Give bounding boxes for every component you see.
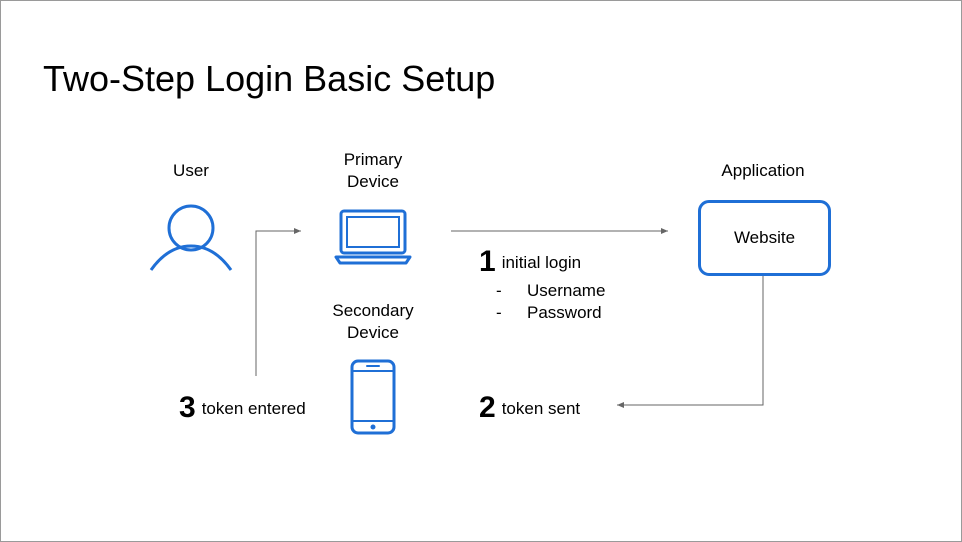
step-3-number: 3 xyxy=(179,391,196,424)
secondary-device-label: Secondary Device xyxy=(332,301,414,342)
primary-device-label: Primary Device xyxy=(343,150,403,191)
application-label: Application xyxy=(721,161,805,180)
step-1-text: initial login xyxy=(501,253,582,272)
laptop-icon xyxy=(334,208,412,271)
slide-title: Two-Step Login Basic Setup xyxy=(43,58,496,99)
website-label: Website xyxy=(733,228,796,247)
step-2: 2 token sent xyxy=(479,393,580,423)
user-icon xyxy=(148,202,234,277)
smartphone-icon xyxy=(349,359,397,442)
step-1-number: 1 xyxy=(479,245,496,278)
step-3-text: token entered xyxy=(201,399,306,418)
step-3: 3 token entered xyxy=(179,393,306,423)
website-box: Website xyxy=(698,200,831,276)
arrow-application-to-secondary xyxy=(617,273,764,408)
user-label: User xyxy=(173,161,209,180)
step-1-bullets: - Username - Password xyxy=(496,280,605,324)
step-2-number: 2 xyxy=(479,391,496,424)
arrow-token-to-primary xyxy=(255,228,301,376)
step-2-text: token sent xyxy=(501,399,581,418)
bullet-password: - Password xyxy=(496,303,602,322)
step-1: 1 initial login xyxy=(479,247,581,277)
bullet-username: - Username xyxy=(496,281,606,300)
